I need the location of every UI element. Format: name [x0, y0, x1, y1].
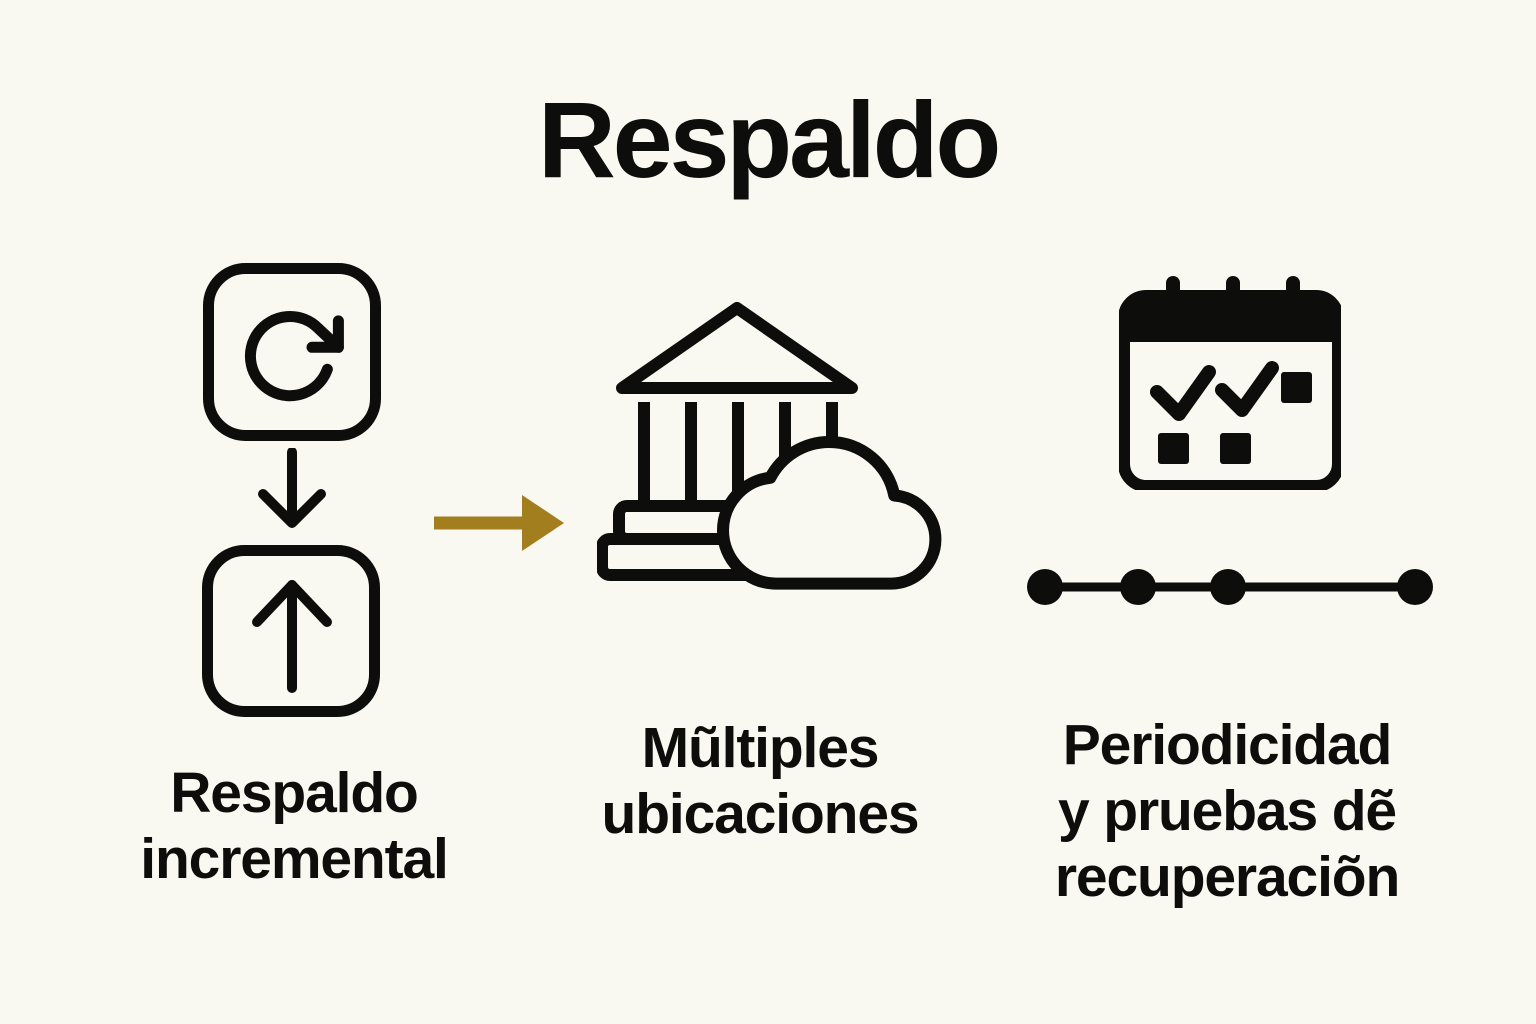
step-label-respaldo-incremental: Respaldo incremental: [140, 761, 449, 891]
upload-square-icon: [202, 545, 380, 717]
bank-cloud-icon: [597, 300, 942, 595]
timeline-dots-icon: [1025, 565, 1435, 609]
refresh-square-icon: [203, 263, 381, 441]
connector-arrow-right-icon: [432, 483, 572, 563]
calendar-checks-icon: [1119, 272, 1341, 490]
step-label-multiples-ubicaciones: Mũltiples ubicaciones: [601, 716, 920, 846]
step-label-periodicidad-pruebas: Periodicidad y pruebas dẽ recuperaciõn: [1054, 713, 1400, 909]
arrow-down-icon: [245, 448, 340, 530]
page-title: Respaldo: [537, 79, 1001, 200]
